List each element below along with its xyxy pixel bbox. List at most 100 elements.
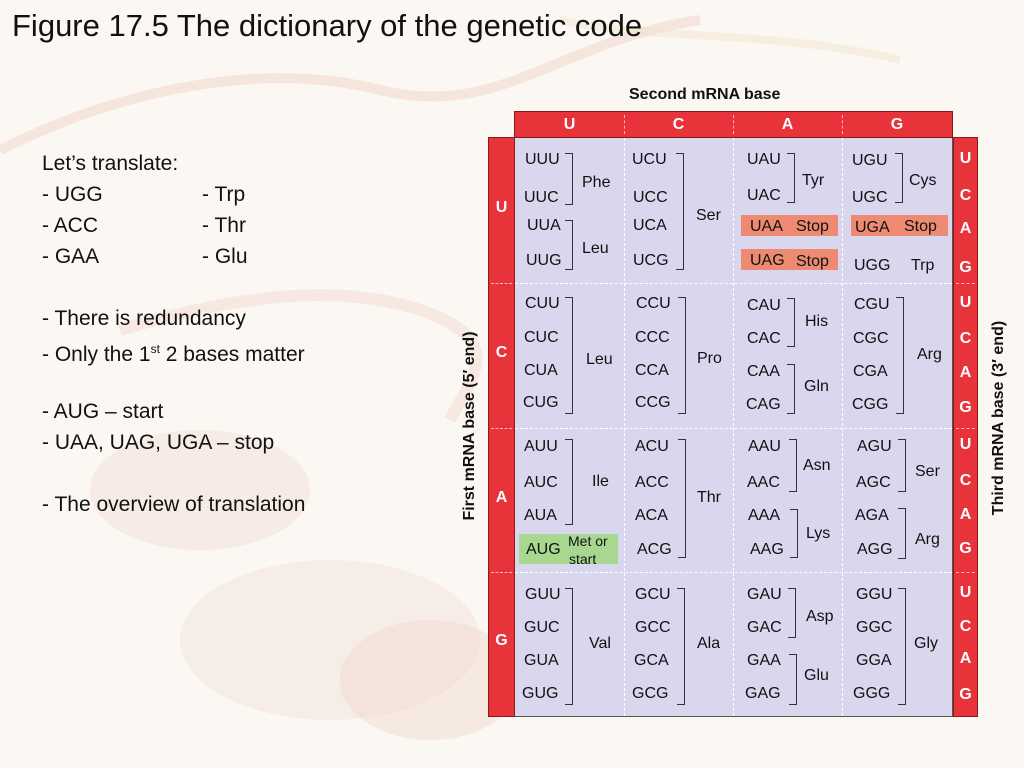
codon: UCA bbox=[633, 217, 667, 234]
codon: GAU bbox=[747, 586, 782, 603]
codon: UCG bbox=[633, 252, 669, 269]
second-base-a: A bbox=[781, 116, 794, 133]
codon: GCG bbox=[632, 685, 669, 702]
codon: CAC bbox=[747, 330, 781, 347]
codon: AGU bbox=[857, 438, 892, 455]
amino-acid: Cys bbox=[909, 172, 937, 189]
amino-acid: Thr bbox=[697, 489, 721, 506]
bracket bbox=[677, 588, 685, 705]
bracket bbox=[896, 297, 904, 414]
amino-acid: Arg bbox=[915, 531, 940, 548]
slide-title: Figure 17.5 The dictionary of the geneti… bbox=[12, 8, 643, 43]
codon: UGC bbox=[852, 189, 888, 206]
bracket bbox=[787, 153, 795, 203]
codon: UUA bbox=[527, 217, 561, 234]
third-base-letter: A bbox=[959, 506, 972, 523]
codon: GUU bbox=[525, 586, 561, 603]
codon: AUU bbox=[524, 438, 558, 455]
amino-acid: start bbox=[569, 551, 597, 567]
bases-note: - Only the 1st 2 bases matter bbox=[42, 342, 305, 366]
third-base-letter: A bbox=[959, 220, 972, 237]
codon: UUG bbox=[526, 252, 562, 269]
amino-acid: Stop bbox=[796, 253, 829, 270]
codon: UUU bbox=[525, 151, 560, 168]
codon: GUC bbox=[524, 619, 560, 636]
third-base-letter: U bbox=[959, 436, 972, 453]
bracket bbox=[565, 220, 573, 270]
codon: UUC bbox=[524, 189, 559, 206]
amino-acid: Ser bbox=[915, 463, 940, 480]
third-base-letter: U bbox=[959, 584, 972, 601]
codon: CUU bbox=[525, 295, 560, 312]
codon: UCU bbox=[632, 151, 667, 168]
start-highlight bbox=[519, 534, 618, 564]
codon: GCC bbox=[635, 619, 671, 636]
codon: UAA bbox=[750, 218, 783, 235]
bracket bbox=[787, 298, 795, 347]
amino-acid: Lys bbox=[806, 525, 831, 542]
codon: AUC bbox=[524, 474, 558, 491]
codon: CGA bbox=[853, 363, 888, 380]
example-row: - UGG- Trp bbox=[42, 183, 246, 206]
codon: AAC bbox=[747, 474, 780, 491]
bracket bbox=[676, 153, 684, 270]
bracket bbox=[895, 153, 903, 203]
codon: CGG bbox=[852, 396, 889, 413]
codon: GAA bbox=[747, 652, 781, 669]
amino-acid: Pro bbox=[697, 350, 722, 367]
amino-acid: Glu bbox=[804, 667, 829, 684]
codon: ACU bbox=[635, 438, 669, 455]
amino-acid: Stop bbox=[904, 218, 937, 235]
third-base-label: Third mRNA base (3′ end) bbox=[990, 320, 1007, 516]
amino-acid: Ala bbox=[697, 635, 721, 652]
bracket bbox=[678, 439, 686, 558]
third-base-letter: A bbox=[959, 650, 972, 667]
bracket bbox=[787, 364, 795, 414]
codon: CUA bbox=[524, 362, 558, 379]
amino-acid: Phe bbox=[582, 174, 611, 191]
stop-highlight bbox=[851, 215, 948, 236]
amino-acid: Asn bbox=[803, 457, 831, 474]
codon: AGA bbox=[855, 507, 889, 524]
codon: CGC bbox=[853, 330, 889, 347]
amino-acid: Arg bbox=[917, 346, 942, 363]
amino-acid: Leu bbox=[586, 351, 613, 368]
third-base-letter: C bbox=[959, 472, 972, 489]
example-row: - ACC- Thr bbox=[42, 214, 246, 237]
bracket bbox=[789, 439, 797, 492]
third-base-letter: G bbox=[959, 399, 972, 416]
third-base-column: U C A G U C A G U C A G U C A G bbox=[953, 137, 978, 717]
codon: GGA bbox=[856, 652, 892, 669]
codon: UGA bbox=[855, 219, 890, 236]
second-base-u: U bbox=[563, 116, 576, 133]
codon: CCU bbox=[636, 295, 671, 312]
amino-acid: Met or bbox=[568, 533, 608, 549]
codon: GAG bbox=[745, 685, 781, 702]
third-base-letter: G bbox=[959, 686, 972, 703]
codon: AAG bbox=[750, 541, 784, 558]
second-base-c: C bbox=[672, 116, 685, 133]
third-base-letter: U bbox=[959, 150, 972, 167]
codon: AAA bbox=[748, 507, 781, 524]
amino-acid: Gln bbox=[804, 378, 829, 395]
amino-acid: Trp bbox=[911, 257, 935, 274]
amino-acid: His bbox=[805, 313, 829, 330]
bracket bbox=[788, 588, 796, 638]
third-base-letter: U bbox=[959, 294, 972, 311]
codon: UGG bbox=[854, 257, 891, 274]
first-base-column: U C A G bbox=[488, 137, 515, 717]
codon: GCU bbox=[635, 586, 671, 603]
codon: GCA bbox=[634, 652, 669, 669]
start-note: - AUG – start bbox=[42, 400, 164, 423]
first-base-a: A bbox=[495, 489, 508, 506]
codon: UCC bbox=[633, 189, 668, 206]
codon: UAU bbox=[747, 151, 781, 168]
third-base-letter: G bbox=[959, 540, 972, 557]
bracket bbox=[565, 297, 573, 414]
second-base-header: U C A G bbox=[514, 111, 953, 138]
amino-acid: Ser bbox=[696, 207, 721, 224]
bracket bbox=[678, 297, 686, 414]
codon: CCA bbox=[635, 362, 669, 379]
bracket bbox=[898, 588, 906, 705]
